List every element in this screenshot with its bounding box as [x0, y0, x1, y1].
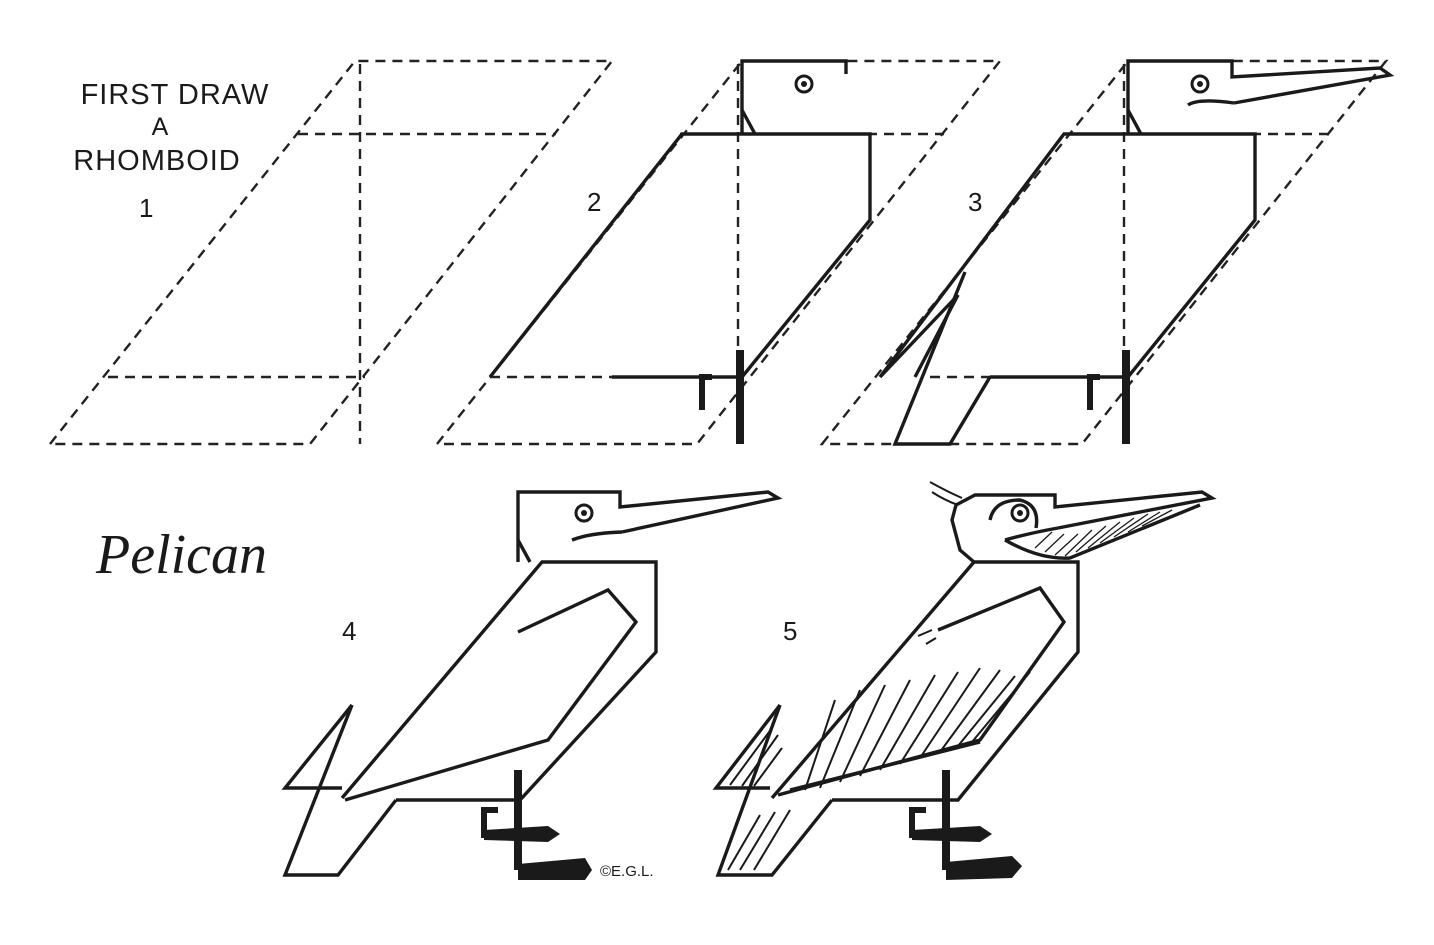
step-number-3: 3: [968, 187, 982, 217]
step-4-wing: [281, 490, 783, 880]
instruction-line-1: FIRST DRAW: [81, 79, 270, 111]
diagram-title: Pelican: [95, 524, 267, 586]
step-number-1: 1: [139, 193, 153, 223]
artist-signature: ©E.G.L.: [600, 863, 654, 880]
instruction-line-2: A: [152, 113, 169, 141]
step-3-beak-and-tail: [819, 59, 1395, 446]
step-1-rhomboid: [47, 59, 615, 446]
step-2-body-and-head: [434, 59, 1003, 446]
instruction-line-3: RHOMBOID: [73, 145, 241, 177]
instruction-text: FIRST DRAW A RHOMBOID: [73, 79, 270, 177]
step-number-5: 5: [783, 616, 797, 646]
wing-feather-lines: [804, 667, 1031, 791]
step-number-4: 4: [342, 616, 356, 646]
pouch-hatching: [1034, 509, 1173, 557]
step-number-2: 2: [587, 187, 601, 217]
step-5-finished-pelican: [712, 481, 1217, 880]
